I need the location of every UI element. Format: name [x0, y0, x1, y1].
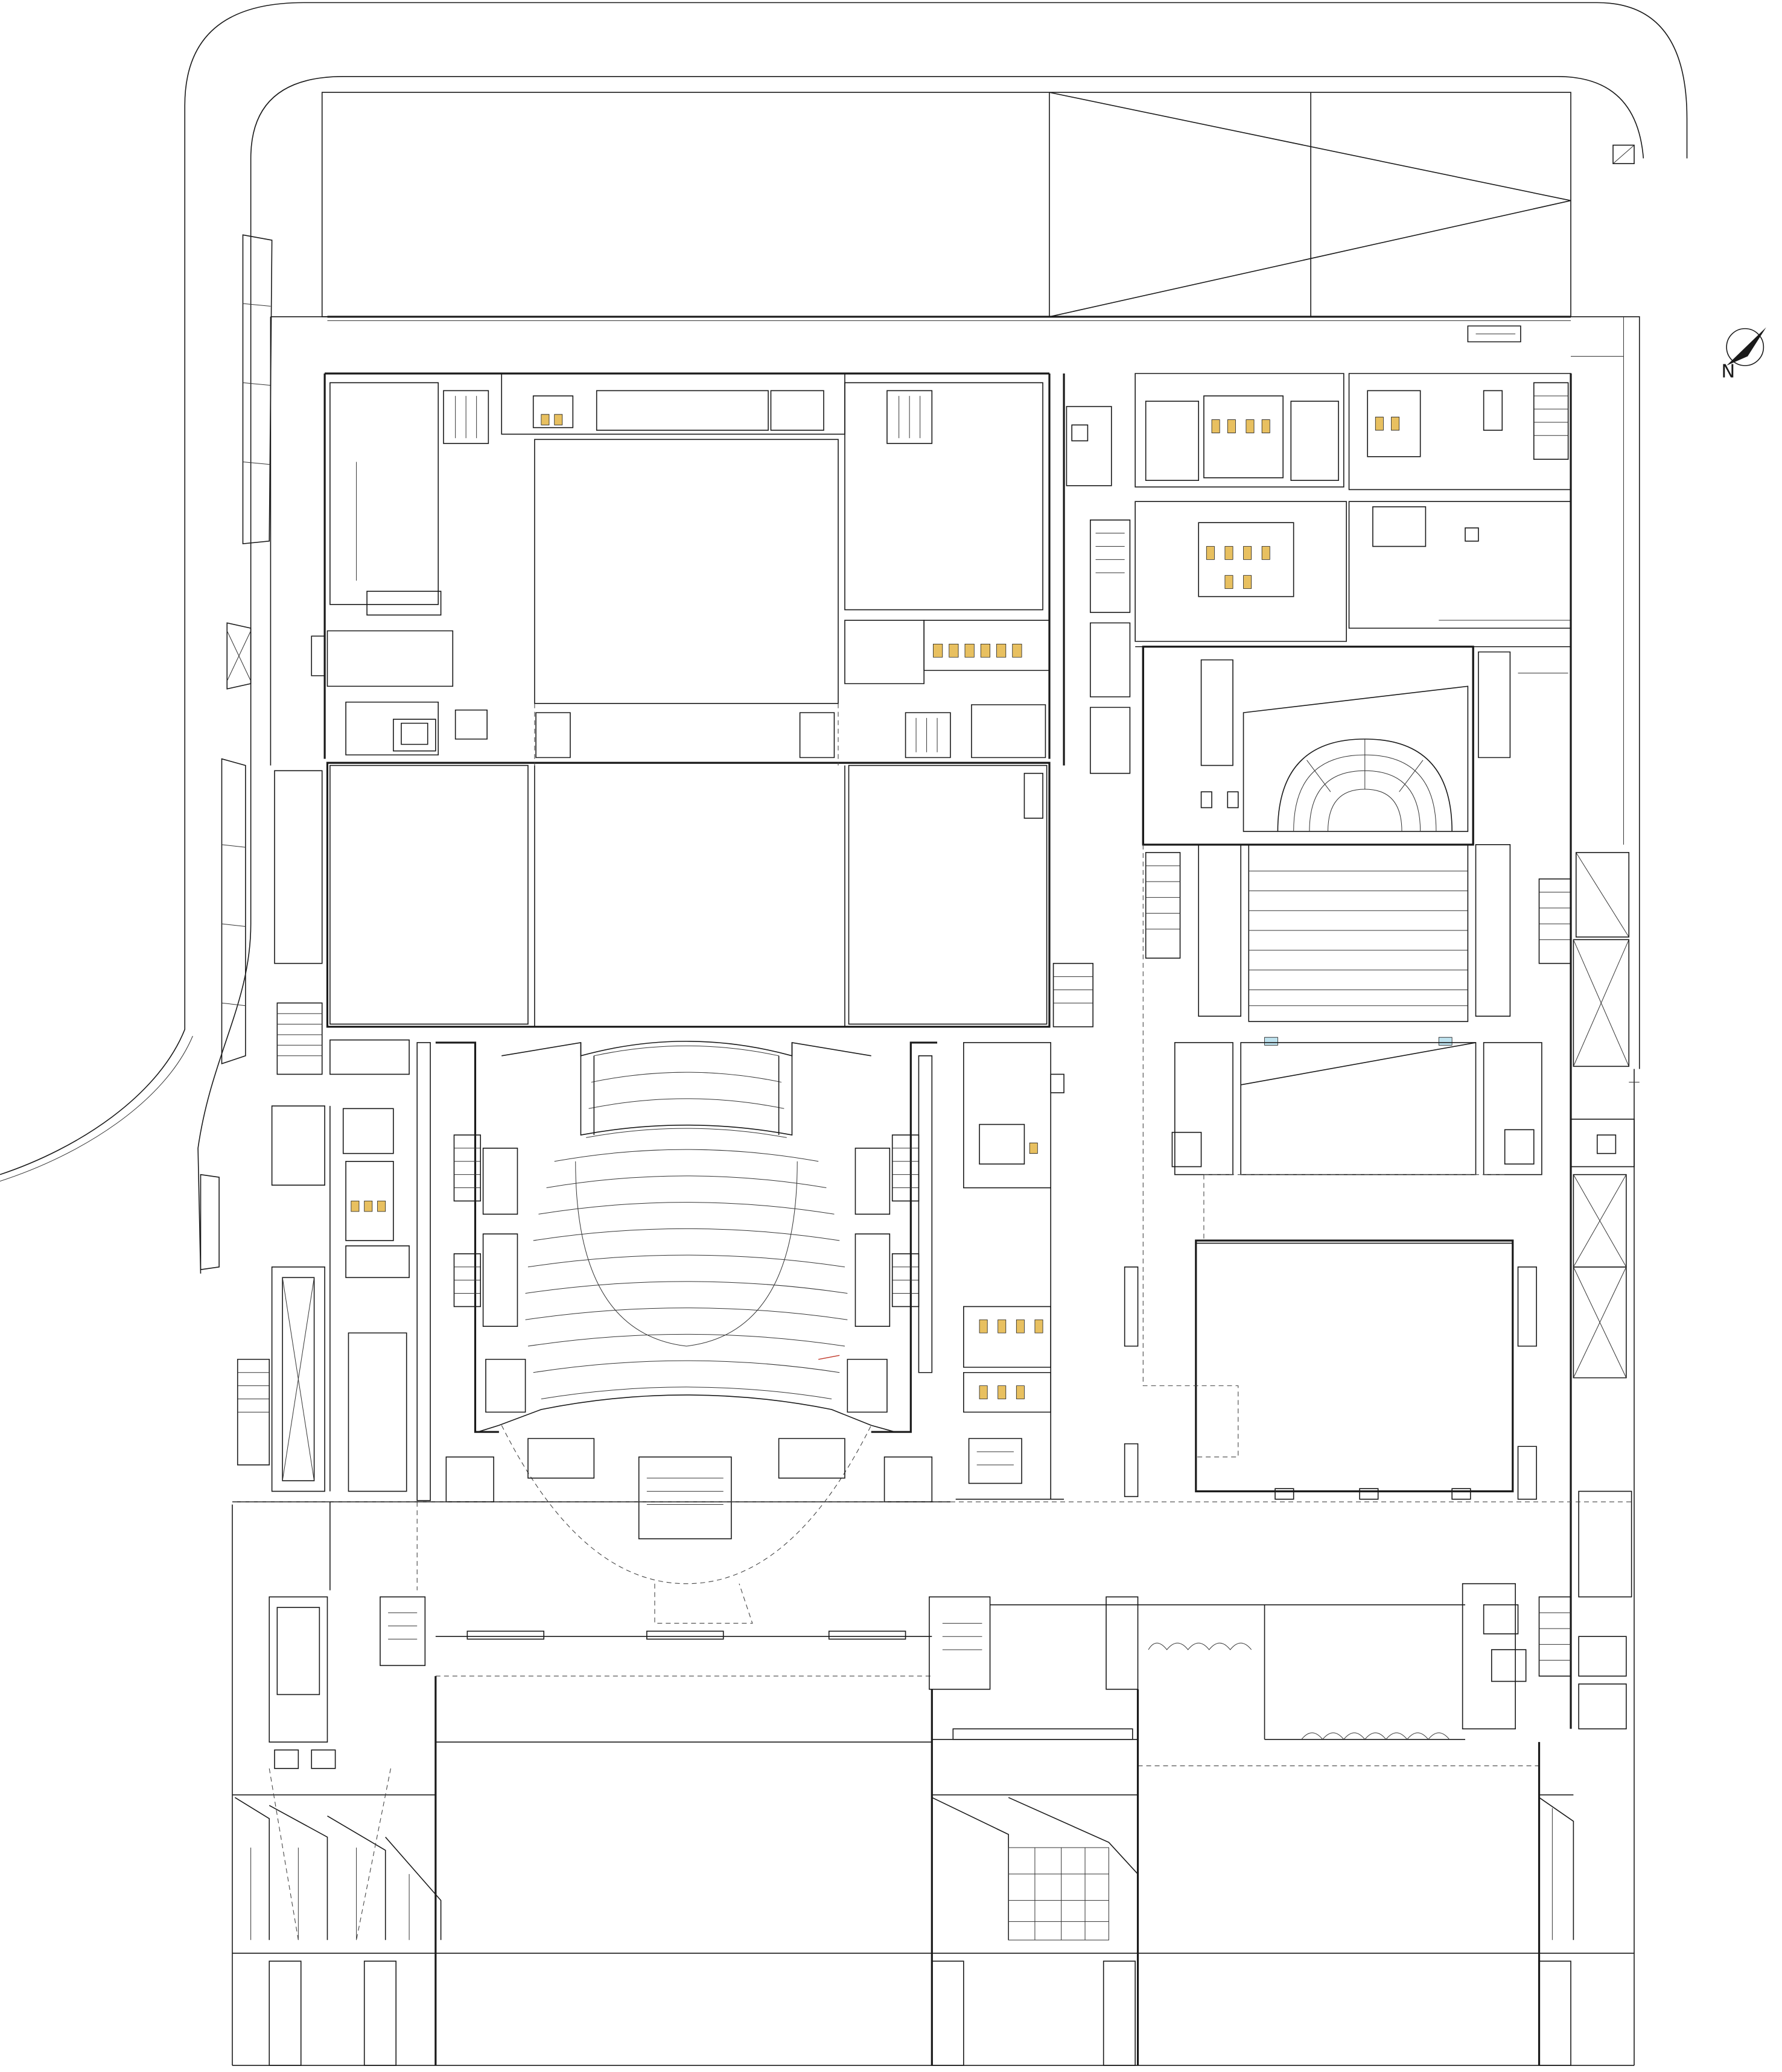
- north-arrow-label: N: [1721, 361, 1735, 383]
- main-auditorium: [232, 1041, 950, 1624]
- center-service-strip: [956, 1043, 1064, 1499]
- sidewalk-blocks: [200, 235, 272, 1270]
- loading-yard: [322, 92, 1634, 320]
- street-curb: [0, 2, 1687, 1273]
- east-facade: [1571, 373, 1640, 1729]
- rear-block-west: [311, 373, 1049, 759]
- front-foyer: [232, 1502, 1634, 1769]
- main-stage: [275, 704, 1093, 1075]
- rehearsal-hall: [1125, 845, 1536, 1499]
- rear-block-east: [1064, 326, 1571, 773]
- studio-theatre: [1135, 647, 1571, 1175]
- west-service-wing: [238, 1106, 409, 1492]
- entrance-canopies: [232, 1676, 1634, 2065]
- north-arrow: N: [1721, 327, 1766, 383]
- building-perimeter: [232, 317, 1640, 2065]
